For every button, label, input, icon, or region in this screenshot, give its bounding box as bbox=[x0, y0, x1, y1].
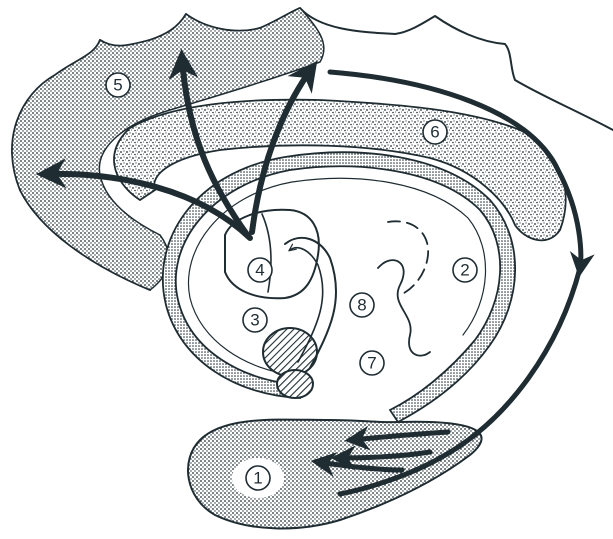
label-6: 6 bbox=[423, 120, 447, 144]
label-3: 3 bbox=[243, 308, 267, 332]
label-5: 5 bbox=[106, 73, 130, 97]
c-shaped-tract bbox=[163, 152, 515, 422]
svg-text:8: 8 bbox=[357, 296, 366, 315]
svg-text:7: 7 bbox=[367, 354, 376, 373]
svg-text:3: 3 bbox=[250, 311, 259, 330]
bulb-region bbox=[188, 420, 482, 529]
svg-text:5: 5 bbox=[113, 76, 122, 95]
svg-text:1: 1 bbox=[253, 469, 262, 488]
arrow-up-right bbox=[252, 68, 312, 232]
hatched-nucleus-large bbox=[263, 328, 317, 376]
svg-text:6: 6 bbox=[430, 123, 439, 142]
label-8: 8 bbox=[350, 293, 374, 317]
label-7: 7 bbox=[360, 351, 384, 375]
label-2: 2 bbox=[453, 258, 477, 282]
svg-text:4: 4 bbox=[255, 261, 264, 280]
label-1: 1 bbox=[246, 466, 270, 490]
label-4: 4 bbox=[248, 258, 272, 282]
dashed-fissure bbox=[388, 221, 428, 295]
svg-text:2: 2 bbox=[460, 261, 469, 280]
hatched-nucleus-small bbox=[277, 370, 313, 398]
